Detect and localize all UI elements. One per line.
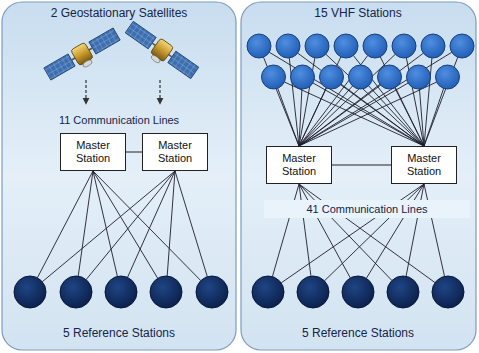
- communication-line: [341, 84, 424, 146]
- reference-station: [252, 276, 284, 308]
- station-name: Master Station: [61, 137, 125, 167]
- communication-lines: [37, 52, 457, 283]
- communication-line: [395, 88, 424, 146]
- vhf-station: [349, 65, 373, 89]
- vhf-station: [305, 34, 329, 58]
- signal-arrow: [159, 80, 160, 104]
- satellites: [43, 20, 200, 104]
- vhf-station: [407, 65, 431, 89]
- vhf-station: [276, 34, 300, 58]
- satellite-icon: [43, 26, 124, 85]
- communication-line: [299, 83, 408, 146]
- master-station-box: Master Station: [142, 133, 208, 171]
- communication-line: [93, 171, 117, 276]
- communication-line: [424, 184, 445, 276]
- vhf-station: [421, 34, 445, 58]
- communication-line: [424, 88, 444, 146]
- master-station-box: Master Station: [60, 133, 126, 171]
- master-station-box: Master Station: [266, 146, 332, 184]
- reference-station: [150, 276, 182, 308]
- reference-station: [105, 276, 137, 308]
- caption-label: 11 Communication Lines: [59, 114, 179, 127]
- reference-station: [196, 276, 228, 308]
- caption-label: 5 Reference Stations: [302, 326, 414, 340]
- communication-line: [313, 83, 424, 146]
- station-name: Master Station: [143, 137, 207, 167]
- caption-label: 5 Reference Stations: [63, 326, 175, 340]
- reference-station: [387, 276, 419, 308]
- communication-line: [93, 171, 158, 278]
- communication-line: [86, 171, 175, 280]
- master-station-box: Master Station: [391, 146, 457, 184]
- communication-line: [299, 184, 311, 276]
- communication-line: [406, 184, 424, 276]
- vhf-station: [450, 34, 474, 58]
- communication-line: [281, 184, 424, 283]
- communication-line: [298, 53, 424, 146]
- communication-line: [299, 88, 326, 146]
- vhf-station: [247, 34, 271, 58]
- communication-line: [175, 171, 207, 277]
- communication-line: [167, 171, 175, 276]
- communication-line: [299, 184, 392, 280]
- communication-line: [324, 184, 424, 281]
- reference-station: [432, 276, 464, 308]
- communication-line: [419, 89, 424, 146]
- panels: [2, 2, 476, 350]
- communication-line: [269, 52, 424, 146]
- communication-line: [272, 184, 299, 277]
- communication-line: [326, 54, 424, 146]
- reference-station: [14, 276, 46, 308]
- left-panel: [2, 2, 236, 350]
- band-label: 41 Communication Lines: [264, 200, 470, 218]
- caption-label: 2 Geostationary Satellites: [51, 6, 188, 20]
- signal-arrow: [85, 80, 86, 104]
- vhf-station: [436, 65, 460, 89]
- communication-line: [278, 88, 299, 146]
- reference-station: [60, 276, 92, 308]
- vhf-station: [378, 65, 402, 89]
- communication-line: [78, 171, 93, 276]
- master-link: [126, 152, 142, 153]
- communication-line: [299, 53, 423, 146]
- stations: [14, 34, 474, 308]
- communication-line: [299, 89, 302, 146]
- vhf-station: [392, 34, 416, 58]
- vhf-station: [363, 34, 387, 58]
- right-panel: [241, 2, 476, 350]
- station-name: Master Station: [267, 150, 331, 180]
- master-link: [332, 165, 391, 166]
- communication-line: [299, 86, 353, 146]
- vhf-station: [334, 34, 358, 58]
- communication-line: [42, 171, 175, 282]
- communication-line: [37, 171, 93, 278]
- satellite-icon: [121, 20, 199, 84]
- communication-line: [128, 171, 175, 277]
- communication-line: [299, 184, 350, 278]
- communication-line: [299, 184, 435, 283]
- communication-line: [369, 86, 424, 146]
- vhf-station: [262, 65, 286, 89]
- reference-station: [342, 276, 374, 308]
- vhf-station: [320, 65, 344, 89]
- station-name: Master Station: [392, 150, 456, 180]
- vhf-station: [291, 65, 315, 89]
- communication-line: [366, 184, 424, 278]
- caption-label: 15 VHF Stations: [314, 6, 401, 20]
- communication-line: [284, 82, 424, 146]
- reference-station: [297, 276, 329, 308]
